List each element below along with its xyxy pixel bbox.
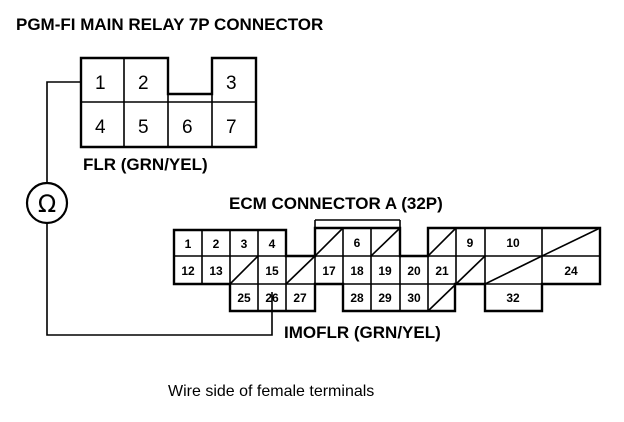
relay-pin-7: 7 bbox=[226, 117, 237, 138]
ecm-connector-title: ECM CONNECTOR A (32P) bbox=[229, 194, 443, 213]
test-lead-upper bbox=[46, 81, 81, 183]
ecm-pin-27: 27 bbox=[293, 291, 307, 305]
ecm-pin-30: 30 bbox=[407, 291, 421, 305]
blank-terminal-slash bbox=[455, 255, 486, 285]
relay-connector-title: PGM-FI MAIN RELAY 7P CONNECTOR bbox=[16, 15, 323, 34]
ecm-pin-2: 2 bbox=[213, 237, 220, 251]
relay-pin-4: 4 bbox=[95, 117, 106, 138]
ecm-pin-12: 12 bbox=[181, 264, 195, 278]
blank-terminal-slash bbox=[229, 255, 259, 285]
ecm-pin-17: 17 bbox=[322, 264, 336, 278]
ecm-pin-19: 19 bbox=[378, 264, 392, 278]
ecm-pin-13: 13 bbox=[209, 264, 223, 278]
ecm-pin-32: 32 bbox=[506, 291, 520, 305]
imoflr-wire-label: IMOFLR (GRN/YEL) bbox=[284, 323, 441, 342]
flr-wire-label: FLR (GRN/YEL) bbox=[83, 155, 208, 174]
ecm-pin-9: 9 bbox=[467, 236, 474, 250]
ecm-pin-29: 29 bbox=[378, 291, 392, 305]
blank-terminal-slash bbox=[314, 227, 344, 257]
ecm-pin-20: 20 bbox=[407, 264, 421, 278]
relay-pin-1: 1 bbox=[95, 73, 106, 94]
blank-terminal-slash bbox=[285, 255, 316, 285]
blank-terminal-slash bbox=[370, 227, 401, 257]
relay-pin-6: 6 bbox=[182, 117, 193, 138]
ecm-pin-3: 3 bbox=[241, 237, 248, 251]
blank-terminal-slash bbox=[541, 227, 601, 257]
ecm-pin-4: 4 bbox=[269, 237, 276, 251]
ecm-pin-1: 1 bbox=[185, 237, 192, 251]
ohm-symbol: Ω bbox=[38, 190, 56, 218]
ecm-pin-18: 18 bbox=[350, 264, 364, 278]
ecm-pin-15: 15 bbox=[265, 264, 279, 278]
blank-terminal-slash bbox=[484, 255, 543, 285]
ecm-pin-24: 24 bbox=[564, 264, 578, 278]
relay-pin-2: 2 bbox=[138, 73, 149, 94]
ecm-pin-28: 28 bbox=[350, 291, 364, 305]
relay-7p-connector: 1 2 3 4 5 6 7 bbox=[79, 56, 258, 149]
ecm-32p-connector: 1 2 3 4 6 9 10 12 13 15 17 18 19 20 21 2… bbox=[172, 219, 602, 313]
ecm-pin-25: 25 bbox=[237, 291, 251, 305]
ecm-pin-10: 10 bbox=[506, 236, 520, 250]
relay-pin-3: 3 bbox=[226, 73, 237, 94]
relay-pin-5: 5 bbox=[138, 117, 149, 138]
blank-terminal-slash bbox=[427, 283, 457, 312]
ecm-pin-6: 6 bbox=[354, 236, 361, 250]
ohmmeter-icon: Ω bbox=[25, 181, 69, 225]
caption: Wire side of female terminals bbox=[168, 383, 374, 400]
blank-terminal-slash bbox=[427, 227, 457, 257]
test-lead-lower bbox=[46, 223, 273, 336]
ecm-pin-21: 21 bbox=[435, 264, 449, 278]
